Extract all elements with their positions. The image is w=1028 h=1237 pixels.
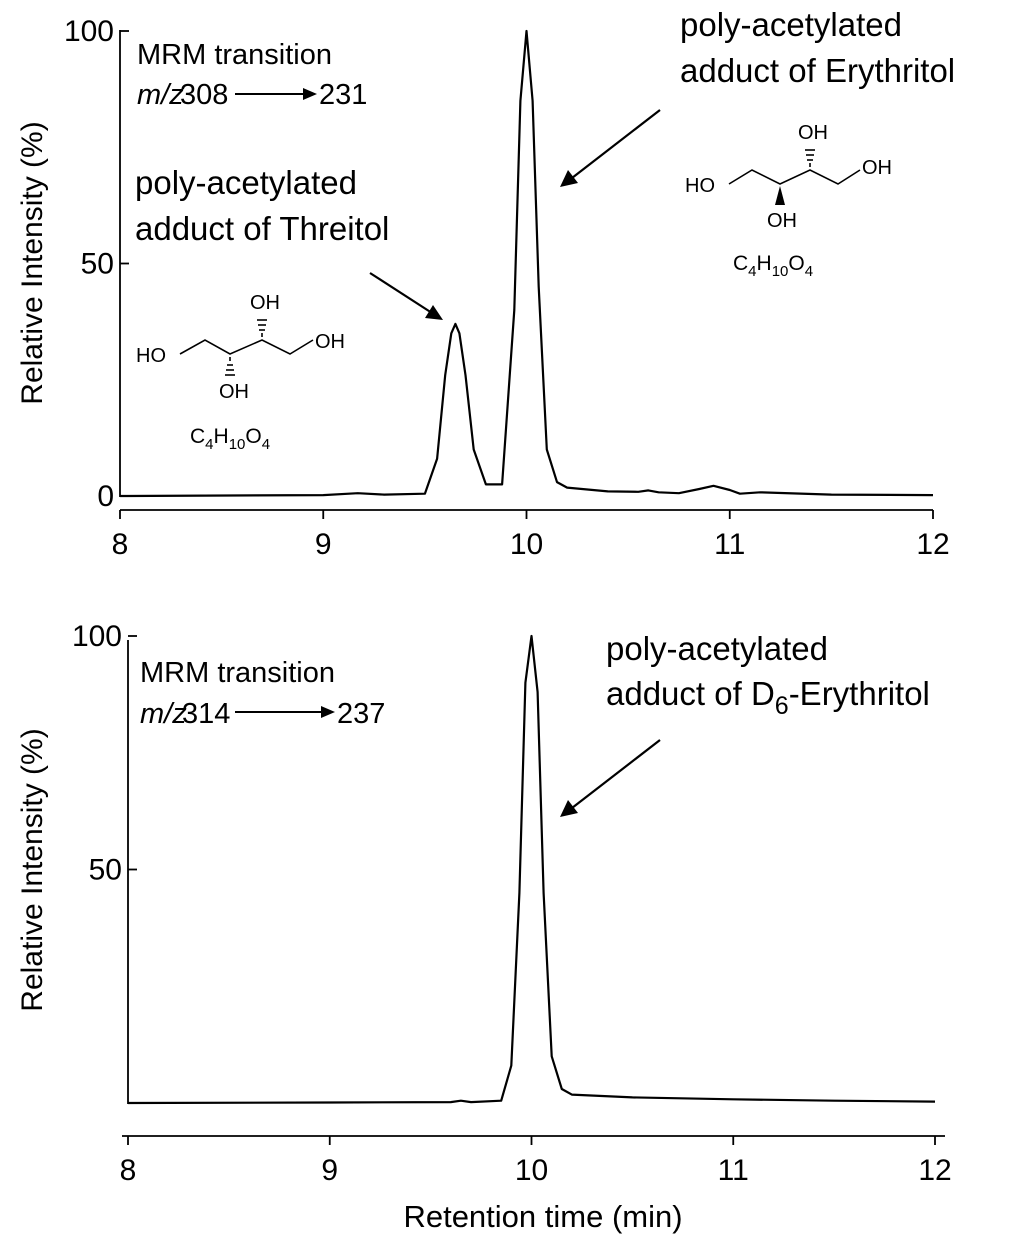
bottom-x-axis-label: Retention time (min) (403, 1199, 682, 1234)
bottom-x-tick-label: 9 (321, 1154, 338, 1187)
threitol-label-line2: adduct of Threitol (135, 210, 389, 247)
top-panel: 0 50 100 8 9 10 11 12 Relative Intensity (%) M… (16, 6, 955, 561)
top-x-tick-label: 12 (916, 528, 949, 561)
erythritol-label-line1: poly-acetylated (680, 6, 902, 43)
erythritol-oh-bottom: OH (767, 210, 797, 232)
bottom-transition-from: 314 (182, 698, 230, 730)
bottom-y-tick-label: 50 (89, 854, 122, 887)
threitol-carbon-chain (179, 339, 314, 355)
top-x-tick-label: 10 (510, 528, 543, 561)
bottom-y-ticks: 50 100 (72, 620, 137, 1104)
top-chromatogram-line (119, 29, 934, 498)
erythritol-carbon-chain (728, 169, 861, 185)
threitol-oh-top: OH (250, 292, 280, 314)
erythritol-formula: C4H10O4 (733, 252, 813, 280)
top-x-tick-label: 9 (315, 528, 332, 561)
erythritol-hashed-bond-top (805, 149, 815, 167)
d6-erythritol-arrow-shaft (571, 739, 661, 809)
top-transition-arrow-head (303, 88, 317, 100)
bottom-y-axis-label: Relative Intensity (%) (16, 728, 49, 1011)
threitol-formula: C4H10O4 (190, 425, 270, 453)
top-x-tick-label: 11 (714, 528, 745, 561)
bottom-transition-to: 237 (337, 698, 385, 730)
d6-erythritol-label-line1: poly-acetylated (606, 630, 828, 667)
bottom-x-tick-label: 11 (718, 1154, 749, 1187)
threitol-oh-right: OH (315, 331, 345, 353)
erythritol-structure: HO OH OH OH C4H10O4 (685, 122, 892, 280)
top-y-tick-label: 0 (97, 480, 114, 513)
bottom-x-tick-label: 8 (120, 1154, 137, 1187)
top-y-axis-label: Relative Intensity (%) (16, 121, 49, 404)
threitol-arrow-shaft (369, 272, 433, 314)
bottom-transition-title: MRM transition (140, 657, 335, 689)
bottom-y-tick-label: 100 (72, 620, 122, 653)
threitol-hashed-bond-top (257, 319, 267, 337)
bottom-transition-mz: m/z (140, 698, 187, 730)
threitol-ho-left: HO (136, 345, 166, 367)
erythritol-arrow-shaft (571, 109, 661, 179)
threitol-hashed-bond-bottom (225, 357, 235, 376)
top-transition-to: 231 (319, 79, 367, 111)
top-transition-title: MRM transition (137, 39, 332, 71)
threitol-structure: HO OH OH OH C4H10O4 (136, 292, 345, 453)
top-x-tick-label: 8 (112, 528, 129, 561)
erythritol-oh-top: OH (798, 122, 828, 144)
bottom-x-tick-label: 10 (515, 1154, 548, 1187)
bottom-x-ticks: 8 9 10 11 12 (120, 1136, 952, 1187)
top-y-tick-label: 50 (81, 248, 114, 281)
d6-erythritol-arrow-head (560, 800, 578, 817)
bottom-transition-arrow-head (321, 706, 335, 718)
threitol-arrow-head (425, 305, 443, 320)
bottom-chromatogram-line (127, 634, 936, 1105)
erythritol-label-line2: adduct of Erythritol (680, 52, 955, 89)
top-x-ticks: 8 9 10 11 12 (112, 510, 950, 561)
top-transition-from: 308 (180, 79, 228, 111)
threitol-label-line1: poly-acetylated (135, 164, 357, 201)
threitol-oh-bottom: OH (219, 381, 249, 403)
top-y-ticks: 0 50 100 (64, 15, 129, 513)
bottom-x-tick-label: 12 (918, 1154, 951, 1187)
erythritol-arrow-head (560, 170, 578, 187)
d6-erythritol-label-line2: adduct of D6-Erythritol (606, 675, 930, 720)
top-y-tick-label: 100 (64, 15, 114, 48)
erythritol-wedge-bond (775, 186, 785, 205)
top-transition-mz: m/z (137, 79, 184, 111)
erythritol-oh-right: OH (862, 157, 892, 179)
erythritol-ho-left: HO (685, 175, 715, 197)
bottom-panel: 50 100 8 9 10 11 12 Relative Intensity (%) Re… (16, 620, 952, 1234)
